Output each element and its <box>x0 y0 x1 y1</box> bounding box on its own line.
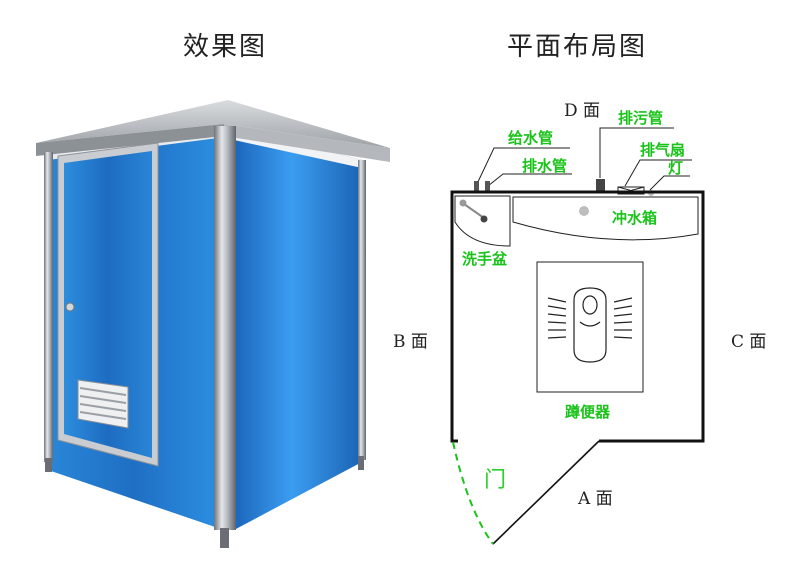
drain-label: 排水管 <box>522 157 568 175</box>
face-c-label: C 面 <box>731 332 767 352</box>
door-leaf <box>492 440 600 545</box>
drain-pipe <box>485 181 490 193</box>
squat-toilet-pan <box>547 287 633 363</box>
door-handle <box>65 302 75 312</box>
face-a-label: A 面 <box>578 489 613 509</box>
squat-toilet <box>536 261 644 393</box>
roof-top <box>36 100 390 148</box>
lamp-label: 灯 <box>668 159 684 177</box>
squat-toilet-label: 蹲便器 <box>565 403 611 421</box>
door-swing-arc <box>452 441 494 545</box>
sewage-label: 排污管 <box>618 109 664 127</box>
leg-left <box>45 458 52 472</box>
door-label: 门 <box>484 468 507 493</box>
corner-post-left <box>44 152 53 462</box>
leg-center <box>220 528 229 548</box>
face-b-label: B 面 <box>393 332 428 352</box>
sewage-leader <box>599 127 674 178</box>
wash-basin-label: 洗手盆 <box>462 250 508 268</box>
lamp-leader <box>649 175 690 191</box>
leg-right <box>358 456 364 470</box>
sewage-pipe <box>596 179 605 193</box>
render-title: 效果图 <box>183 32 268 62</box>
flush-tank-label: 冲水箱 <box>612 209 658 227</box>
plan-title: 平面布局图 <box>507 32 648 62</box>
corner-post-right <box>358 160 366 460</box>
roof-front-edge <box>36 124 224 156</box>
cabin-side-wall <box>234 128 362 530</box>
door-vent <box>77 379 129 429</box>
exhaust-fan-label: 排气扇 <box>640 141 686 159</box>
water-supply-leader <box>475 147 570 187</box>
drain-leader <box>487 173 572 187</box>
plan-walls <box>450 190 705 443</box>
flush-tank <box>512 196 699 241</box>
water-supply-label: 给水管 <box>508 129 554 147</box>
water-supply-pipe <box>474 181 479 193</box>
exhaust-fan-leader <box>624 159 692 187</box>
corner-post-center <box>214 126 236 530</box>
face-d-label: D 面 <box>564 101 601 121</box>
roof-side-edge <box>224 124 390 162</box>
